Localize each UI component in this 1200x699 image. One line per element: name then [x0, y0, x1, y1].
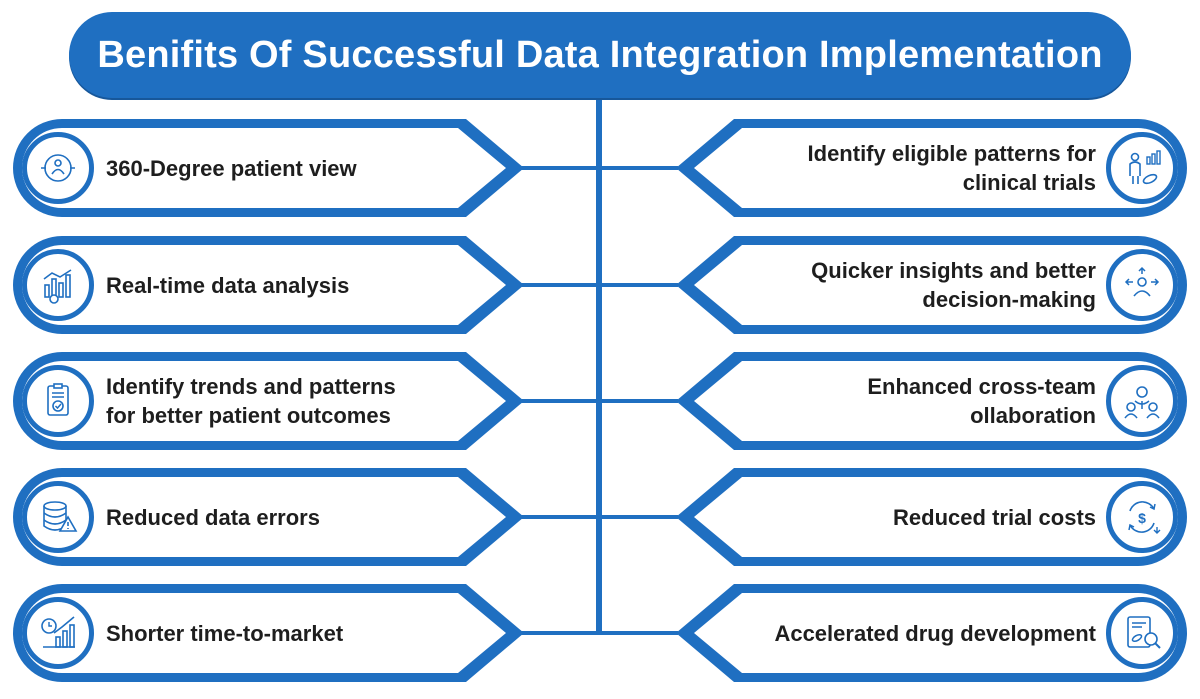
card-inner-panel	[22, 477, 506, 557]
right-benefit-label: Enhanced cross-team ollaboration	[742, 349, 1096, 453]
connector-line	[598, 399, 678, 403]
left-benefit-card-shape	[13, 236, 524, 334]
right-benefit-card-shape	[676, 352, 1187, 450]
card-inner-panel	[694, 245, 1178, 325]
connector-line	[598, 515, 678, 519]
cost-reduction-icon: $	[1106, 481, 1178, 553]
patient-view-icon	[22, 132, 94, 204]
connector-line	[598, 631, 678, 635]
page-title: Benifits Of Successful Data Integration …	[97, 33, 1103, 76]
left-benefit-card-shape	[13, 119, 524, 217]
right-benefit-card-shape	[676, 468, 1187, 566]
left-benefit-label: Shorter time-to-market	[106, 581, 466, 685]
connector-line	[520, 166, 600, 170]
connector-line	[598, 166, 678, 170]
card-inner-panel	[22, 361, 506, 441]
benefit-text: Identify eligible patterns for clinical …	[807, 141, 1096, 195]
benefit-text: Shorter time-to-market	[106, 620, 344, 646]
card-inner-panel	[694, 593, 1178, 673]
benefit-text: Reduced data errors	[106, 504, 320, 530]
right-benefit-label: Accelerated drug development	[742, 581, 1096, 685]
card-inner-panel	[22, 593, 506, 673]
right-benefit-label: Quicker insights and better decision-mak…	[742, 233, 1096, 337]
connector-line	[598, 283, 678, 287]
card-inner-panel	[22, 128, 506, 208]
left-benefit-label: 360-Degree patient view	[106, 116, 466, 220]
connector-line	[520, 515, 600, 519]
benefit-text: Identify trends and patterns for better …	[106, 374, 396, 428]
card-inner-panel	[694, 128, 1178, 208]
right-benefit-label: Identify eligible patterns for clinical …	[742, 116, 1096, 220]
card-inner-panel	[694, 361, 1178, 441]
svg-text:$: $	[1138, 510, 1146, 526]
connector-line	[520, 283, 600, 287]
center-spine	[596, 96, 602, 634]
benefit-text: Quicker insights and better decision-mak…	[811, 258, 1096, 312]
right-benefit-label: Reduced trial costs	[742, 465, 1096, 569]
card-inner-panel	[694, 477, 1178, 557]
left-benefit-label: Identify trends and patterns for better …	[106, 349, 466, 453]
benefit-text: Accelerated drug development	[774, 620, 1096, 646]
growth-chart-clock-icon	[22, 597, 94, 669]
left-benefit-card-shape	[13, 584, 524, 682]
right-benefit-card-shape	[676, 119, 1187, 217]
left-benefit-card-shape	[13, 468, 524, 566]
drug-development-icon	[1106, 597, 1178, 669]
left-benefit-label: Reduced data errors	[106, 465, 466, 569]
decision-making-icon	[1106, 249, 1178, 321]
report-checkmark-icon	[22, 365, 94, 437]
left-benefit-card-shape	[13, 352, 524, 450]
data-analysis-icon	[22, 249, 94, 321]
title-banner: Benifits Of Successful Data Integration …	[69, 12, 1131, 98]
benefit-text: Real-time data analysis	[106, 272, 350, 298]
benefit-text: Reduced trial costs	[893, 504, 1096, 530]
benefit-text: Enhanced cross-team ollaboration	[867, 374, 1096, 428]
left-benefit-label: Real-time data analysis	[106, 233, 466, 337]
benefit-text: 360-Degree patient view	[106, 155, 357, 181]
card-inner-panel	[22, 245, 506, 325]
database-warning-icon	[22, 481, 94, 553]
clinical-trial-icon	[1106, 132, 1178, 204]
right-benefit-card-shape	[676, 236, 1187, 334]
connector-line	[520, 631, 600, 635]
right-benefit-card-shape	[676, 584, 1187, 682]
team-collaboration-icon	[1106, 365, 1178, 437]
connector-line	[520, 399, 600, 403]
